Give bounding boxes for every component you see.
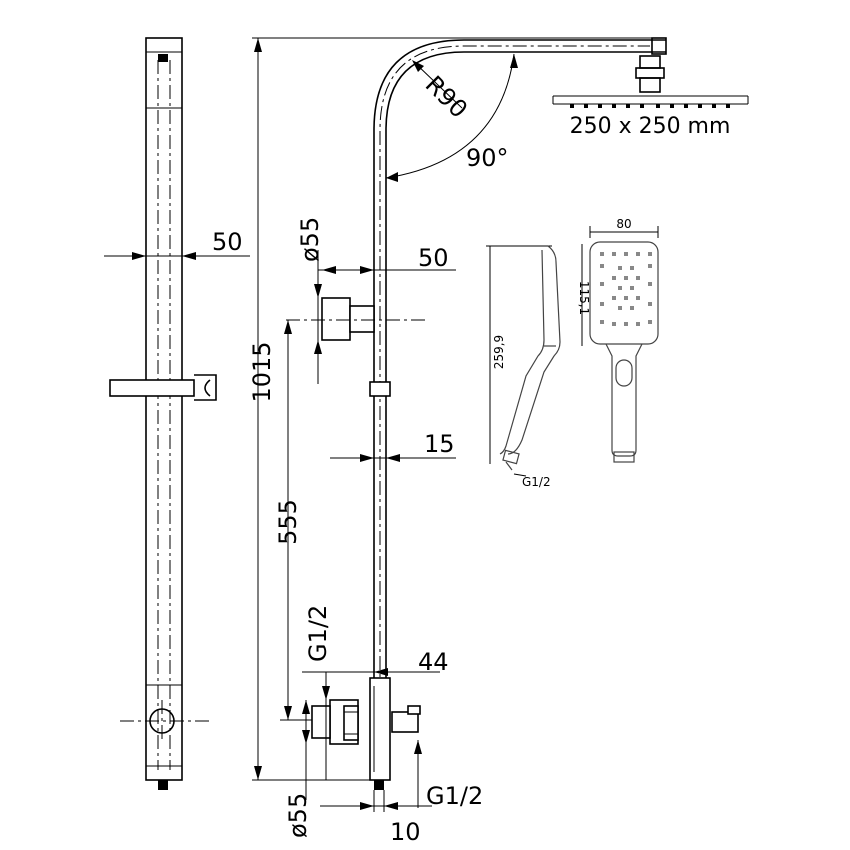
bend-angle-label: 90° bbox=[466, 144, 509, 172]
pipe-diameter-dimension: 15 bbox=[330, 430, 456, 462]
bottom-inlet-left-label: G1/2 bbox=[304, 605, 332, 662]
diverter-height-dimension: 555 bbox=[274, 320, 330, 721]
pipe-diameter-label: 15 bbox=[424, 430, 455, 458]
mixer-depth-label: 44 bbox=[418, 648, 449, 676]
upper-connector: ø55 50 bbox=[286, 217, 456, 384]
total-height-label: 1015 bbox=[248, 341, 276, 402]
hand-shower-front-view: 80 115,1 bbox=[577, 217, 659, 463]
slide-bar-front-view: 50 bbox=[104, 37, 250, 790]
bottom-mixer-valve: G1/2 44 ø55 G1/2 10 bbox=[284, 605, 483, 846]
diverter-offset-label: 50 bbox=[418, 244, 449, 272]
bottom-offset-label: 10 bbox=[390, 818, 421, 846]
bar-width-label: 50 bbox=[212, 228, 243, 256]
riser-pipe bbox=[369, 37, 667, 780]
spray-nozzles bbox=[600, 252, 652, 326]
bend-radius-label: R90 bbox=[420, 70, 473, 123]
rain-head-size-label: 250 x 250 mm bbox=[570, 114, 731, 139]
hand-shower-side-view: 259,9 G1/2 bbox=[486, 245, 561, 489]
hand-head-height-label: 115,1 bbox=[577, 281, 591, 315]
hand-width-label: 80 bbox=[616, 217, 631, 231]
bend-annotations: R90 90° bbox=[385, 53, 518, 182]
hand-length-label: 259,9 bbox=[492, 335, 506, 369]
rain-head-side-view: 250 x 250 mm bbox=[552, 55, 749, 139]
hand-thread-label: G1/2 bbox=[522, 475, 551, 489]
total-height-dimension: 1015 bbox=[248, 37, 660, 781]
bottom-inlet-right-label: G1/2 bbox=[426, 782, 483, 810]
diverter-diameter-label: ø55 bbox=[296, 217, 324, 262]
diverter-height-label: 555 bbox=[274, 499, 302, 545]
bottom-diameter-label: ø55 bbox=[284, 793, 312, 838]
